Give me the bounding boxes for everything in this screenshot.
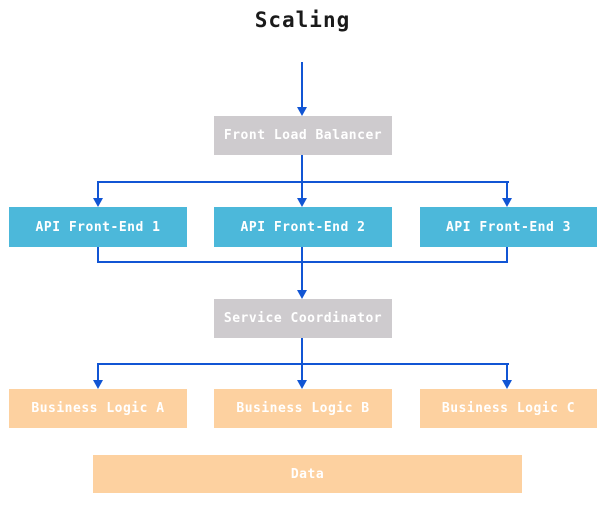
arrow-line-api-1-down (97, 247, 99, 262)
arrowhead-to-logic-a (93, 380, 103, 389)
arrow-line-to-logic-a (97, 364, 99, 380)
node-business-logic-b: Business Logic B (214, 389, 392, 428)
node-front-load-balancer: Front Load Balancer (214, 116, 392, 155)
node-api-front-end-3: API Front-End 3 (420, 207, 597, 247)
arrow-line-to-api-1 (97, 182, 99, 198)
arrow-line-to-api-3 (506, 182, 508, 198)
arrow-line-coordinator-down (301, 338, 303, 380)
arrowhead-to-api-2 (297, 198, 307, 207)
node-service-coordinator: Service Coordinator (214, 299, 392, 338)
arrow-line-title-to-balancer (301, 62, 303, 107)
arrowhead-to-api-1 (93, 198, 103, 207)
node-business-logic-c: Business Logic C (420, 389, 597, 428)
node-api-front-end-1: API Front-End 1 (9, 207, 187, 247)
arrowhead-to-api-3 (502, 198, 512, 207)
arrowhead-to-logic-b (297, 380, 307, 389)
arrowhead-to-coordinator (297, 290, 307, 299)
arrowhead-to-logic-c (502, 380, 512, 389)
node-api-front-end-2: API Front-End 2 (214, 207, 392, 247)
arrowhead-to-balancer (297, 107, 307, 116)
connector-fanout-logic (97, 363, 509, 365)
diagram-title: Scaling (254, 8, 351, 32)
arrow-line-to-logic-c (506, 364, 508, 380)
arrow-line-api-3-down (506, 247, 508, 262)
arrow-line-to-coordinator (301, 247, 303, 290)
node-data: Data (93, 455, 522, 493)
node-business-logic-a: Business Logic A (9, 389, 187, 428)
arrow-line-balancer-down (301, 155, 303, 198)
connector-fanout-api (97, 181, 509, 183)
